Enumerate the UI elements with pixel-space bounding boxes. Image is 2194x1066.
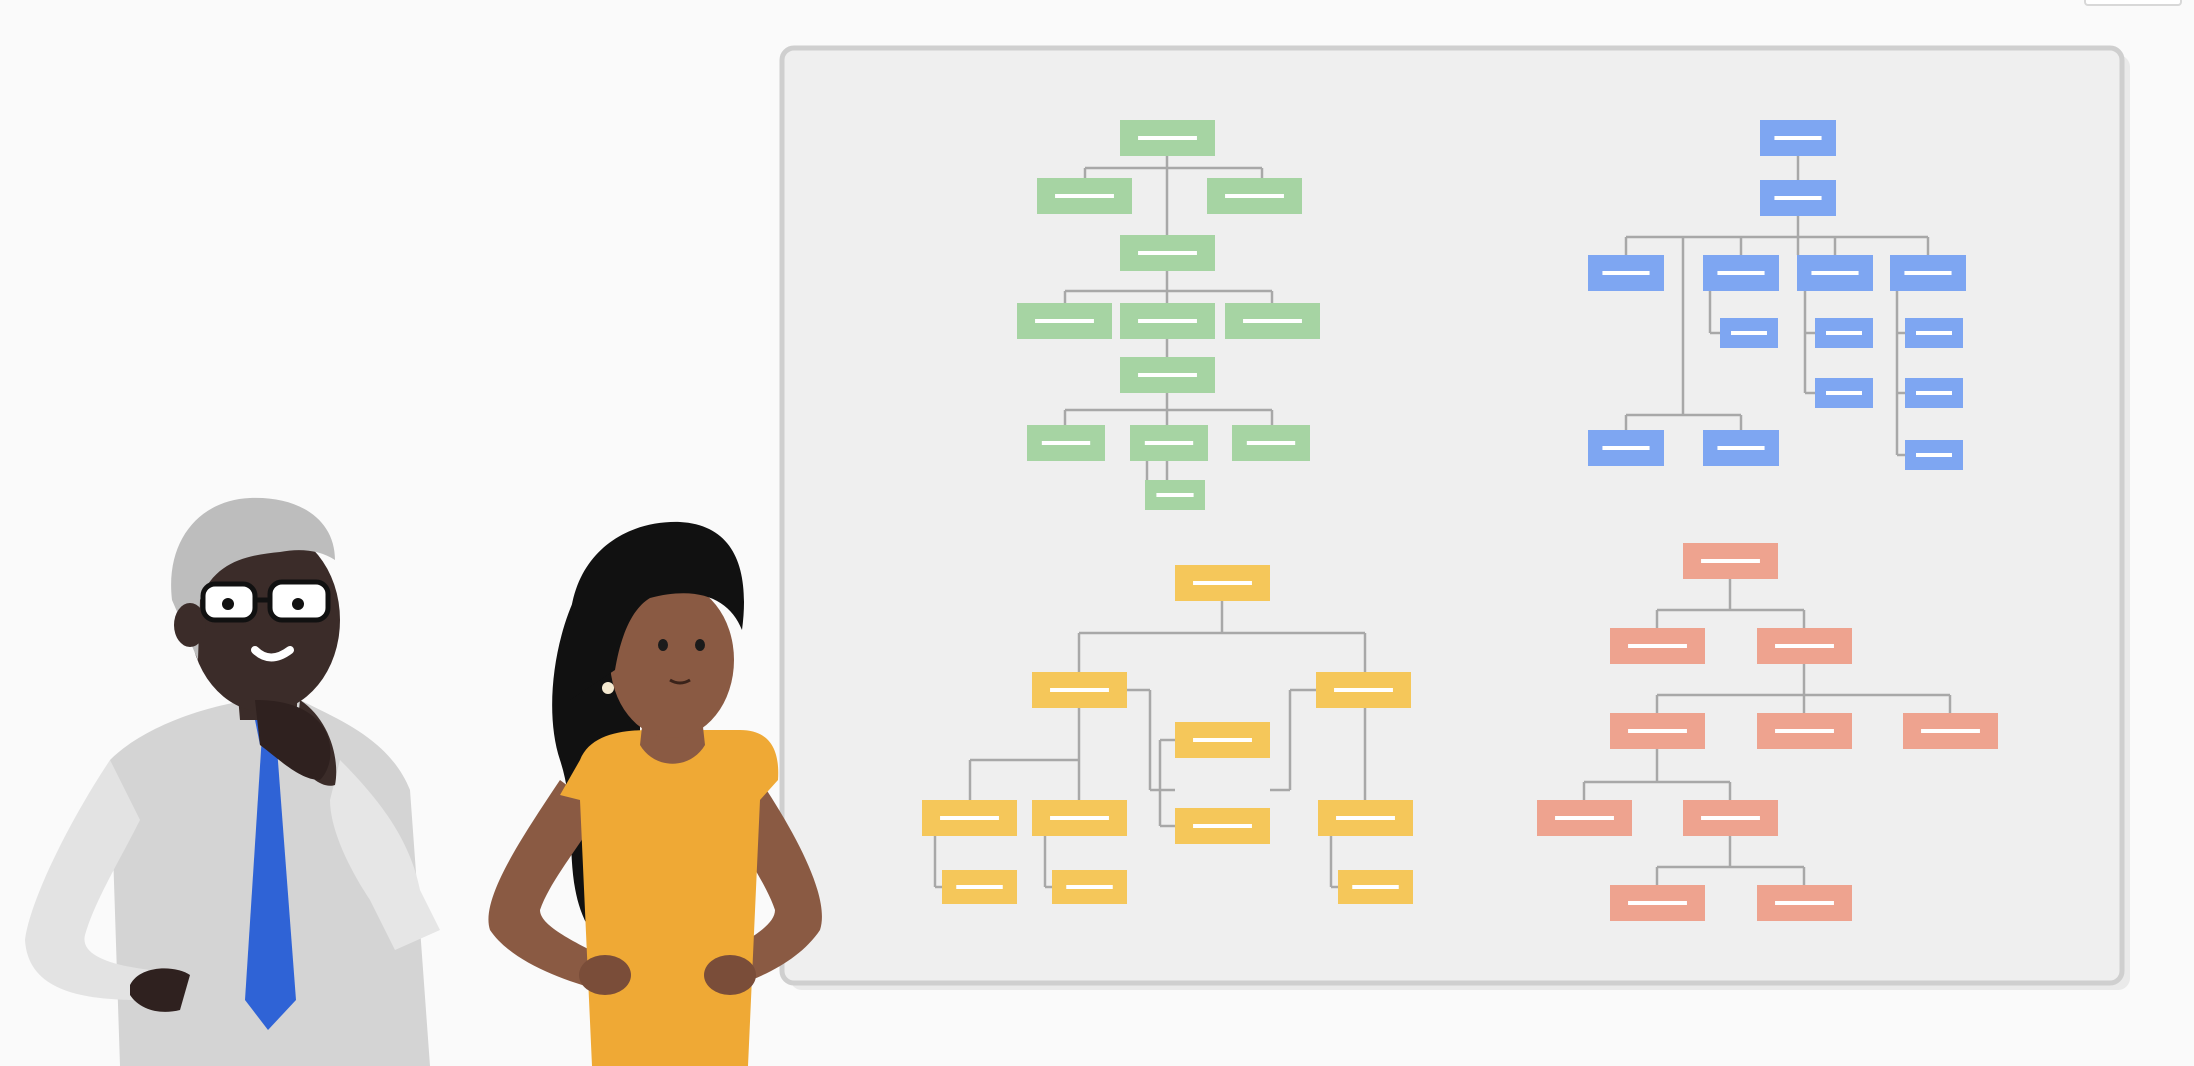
chart-node-label-bar xyxy=(1055,194,1114,198)
chart-node-label-bar xyxy=(1774,196,1822,200)
whiteboard xyxy=(779,45,2130,990)
man-character xyxy=(25,497,440,1066)
yellow-chart xyxy=(922,565,1413,904)
chart-node-label-bar xyxy=(1628,729,1687,733)
chart-node-label-bar xyxy=(1701,559,1760,563)
chart-node-label-bar xyxy=(1193,738,1252,742)
chart-node-label-bar xyxy=(1775,644,1834,648)
chart-node-label-bar xyxy=(1916,453,1952,457)
chart-node-label-bar xyxy=(1050,816,1109,820)
chart-node-label-bar xyxy=(1555,816,1614,820)
chart-node-label-bar xyxy=(1336,816,1395,820)
chart-node-label-bar xyxy=(1225,194,1284,198)
chart-node-label-bar xyxy=(956,885,1003,889)
chart-node-label-bar xyxy=(1774,136,1822,140)
blue-chart xyxy=(1588,120,1966,470)
chart-node-label-bar xyxy=(1811,271,1859,275)
chart-node-label-bar xyxy=(1628,901,1687,905)
chart-node-label-bar xyxy=(1904,271,1952,275)
chart-node-label-bar xyxy=(940,816,999,820)
green-chart xyxy=(1017,120,1320,510)
org-charts xyxy=(922,120,1998,921)
chart-node-label-bar xyxy=(1602,446,1650,450)
orange-chart xyxy=(1537,543,1998,921)
chart-node-label-bar xyxy=(1138,373,1197,377)
chart-node-label-bar xyxy=(1243,319,1302,323)
chart-node-label-bar xyxy=(1035,319,1094,323)
chart-node-label-bar xyxy=(1193,824,1252,828)
chart-node-label-bar xyxy=(1602,271,1650,275)
chart-node-label-bar xyxy=(1144,441,1194,445)
chart-node-label-bar xyxy=(1717,271,1765,275)
chart-node-label-bar xyxy=(1246,441,1296,445)
chart-node-label-bar xyxy=(1916,331,1952,335)
chart-node-label-bar xyxy=(1717,446,1765,450)
chart-node-label-bar xyxy=(1041,441,1091,445)
chart-node-label-bar xyxy=(1066,885,1113,889)
chart-node-label-bar xyxy=(1731,331,1767,335)
chart-node-label-bar xyxy=(1334,688,1393,692)
chart-node-label-bar xyxy=(1138,251,1197,255)
chart-node-label-bar xyxy=(1138,319,1197,323)
chart-node-label-bar xyxy=(1156,493,1194,497)
chart-node-label-bar xyxy=(1826,331,1862,335)
chart-node-label-bar xyxy=(1775,729,1834,733)
chart-node-label-bar xyxy=(1826,391,1862,395)
chart-node-label-bar xyxy=(1916,391,1952,395)
chart-node-label-bar xyxy=(1921,729,1980,733)
chart-node-label-bar xyxy=(1050,688,1109,692)
chart-node-label-bar xyxy=(1193,581,1252,585)
chart-node-label-bar xyxy=(1628,644,1687,648)
chart-node-label-bar xyxy=(1775,901,1834,905)
chart-node-label-bar xyxy=(1352,885,1399,889)
chart-node-label-bar xyxy=(1138,136,1197,140)
woman-character xyxy=(488,521,822,1066)
corner-button[interactable] xyxy=(2084,0,2182,6)
chart-node-label-bar xyxy=(1701,816,1760,820)
